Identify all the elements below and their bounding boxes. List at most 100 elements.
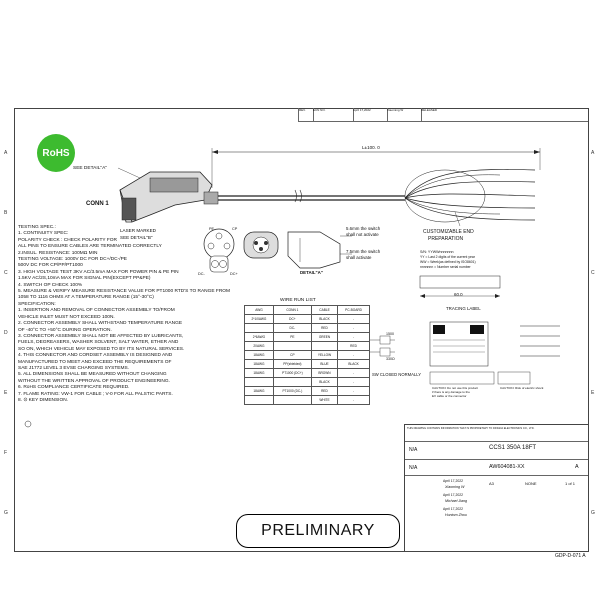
note-line: SO ON, WHICH VEHICLE MAY EXPOSED TO BY I…: [18, 346, 185, 352]
part-number: AW604081-XX: [489, 464, 525, 470]
note-line: SPECIFICATION:: [18, 301, 56, 307]
note-line: VEHICLE INLET MUST NOT EXCEED 100N.: [18, 314, 115, 320]
note-line: 500V DC FOR CP/PP/PT1000: [18, 263, 83, 269]
sheet-scale: NONE: [525, 481, 537, 486]
table-cell: 18AWG: [244, 368, 274, 378]
caution-box: [429, 371, 495, 385]
note-line: 5. ALL DIMENSIONS SHALL BE MEASURED WITH…: [18, 372, 167, 378]
table-cell: [272, 341, 312, 351]
notes-block: TESTING SPEC.:1. CONTINUITY SPEC:POLARIT…: [18, 225, 243, 404]
table-cell: PE: [272, 332, 312, 342]
preparation-label: PREPARATION: [428, 236, 464, 242]
table-cell: -: [337, 368, 370, 378]
table-cell: -: [337, 386, 370, 396]
connector-nose: [121, 197, 137, 221]
note-line: 1. CONTINUITY SPEC:: [18, 231, 69, 237]
table-row: DC-RED-: [244, 323, 370, 333]
tracing-label-dimension: 60.0: [454, 292, 463, 297]
sn-line-1: S/N: YYWWnnnnnnn: [420, 250, 454, 254]
rev-date: April 17,2022: [353, 108, 388, 121]
caution-line-2: if there is any damage to the: [432, 390, 470, 394]
drawing-frame: [14, 108, 589, 552]
customizable-end-label: CUSTOMIZABLE END: [423, 229, 474, 235]
pin-dcm-label: DC-: [198, 272, 205, 276]
zone-row-g: G: [4, 510, 8, 516]
switch-note-2: shall not activate: [346, 232, 379, 237]
sn-line-2: YY = Last 2 digits of the current year: [420, 255, 475, 259]
revision-block: REV. ECN NO. April 17,2022 Xiaoming W RE…: [298, 108, 588, 122]
drawing-title: CCS1 350A 18FT: [489, 445, 537, 451]
table-cell: 2*6AWG: [244, 332, 274, 342]
table-row: BLACK-: [244, 377, 370, 387]
caution-line-1: CAUTION: Do not use this product: [432, 386, 479, 390]
table-cell: -: [337, 377, 370, 387]
note-line: ALL PINS TO ENSURE CABLES ARE TERMINATED…: [18, 244, 162, 250]
switch-note-4: shall activate: [346, 255, 372, 260]
note-line: WITHOUT THE WRITTEN APPROVAL OF PRODUCT …: [18, 378, 170, 384]
table-cell: DC-: [272, 323, 312, 333]
note-line: TESTING SPEC.:: [18, 225, 56, 230]
zone-row-b: B: [4, 210, 8, 216]
table-cell: DC+: [272, 314, 312, 324]
note-line: 1. INSERTION AND REMOVAL OF CONNECTOR AS…: [18, 308, 175, 314]
caution-line-4: CAUTION: Risk of electric shock: [500, 386, 544, 390]
note-line: MANUFACTURED TO MEET AND EXCEED THE REQU…: [18, 359, 172, 365]
table-cell: BLACK: [310, 314, 339, 324]
table-cell: RED: [337, 341, 370, 351]
table-cell: WHITE: [310, 395, 339, 405]
table-cell: BLUE: [310, 359, 339, 369]
revision-letter: A: [575, 464, 579, 470]
zone-row-d: D: [4, 330, 8, 336]
drawn-by: Xiaoming W: [445, 485, 465, 489]
table-cell: BLACK: [337, 359, 370, 369]
note-line: TESTING VOLTAGE: 1000V DC FOR DC+/DC-/PE: [18, 257, 127, 263]
preliminary-stamp: PRELIMINARY: [236, 514, 400, 548]
table-cell: 18AWG: [244, 386, 274, 396]
table-cell: [272, 395, 312, 405]
rev-description: RELEASED: [421, 108, 438, 112]
table-cell: RED: [310, 323, 339, 333]
table-cell: YELLOW: [310, 350, 339, 360]
table-cell: -: [337, 395, 370, 405]
note-line: 1058 TO 1116 OHMS AT A TEMPERATURE RANGE…: [18, 295, 154, 301]
laser-marked-label: LASER MARKED: [120, 228, 156, 233]
sn-line-3: WW = Week(as defined by ISO8601): [420, 260, 476, 264]
table-cell: -: [337, 350, 370, 360]
confidential-note: THIS DRAWING CONTAINS INFORMATION THAT I…: [407, 427, 535, 430]
see-detail-b-label: SEE DETAIL"B": [120, 235, 153, 240]
document-code: GDP-D-071 A: [555, 553, 586, 559]
table-cell: [244, 395, 274, 405]
sheet-number: 1 of 1: [565, 481, 576, 486]
table-cell: 18AWG: [244, 350, 274, 360]
wire-table-title: WIRE RUN LIST: [280, 298, 316, 303]
see-detail-a-label: SEE DETAIL"A": [73, 166, 107, 171]
table-cell: [244, 323, 274, 333]
table-cell: PP(shielded): [272, 359, 312, 369]
table-header: PC-BOARD: [337, 305, 370, 315]
table-cell: GREEN: [310, 332, 339, 342]
tracing-label-caption: TRACING LABEL: [446, 306, 481, 311]
conn1-label: CONN 1: [86, 201, 109, 207]
note-line: 2.INSUL. RESISTANCE: 100MΩ MIN: [18, 250, 98, 256]
zone-row-a: A: [4, 150, 8, 156]
note-line: 7. FLAME RATING: VW-1 FOR CABLE ; V-0 FO…: [18, 391, 173, 397]
table-header: CABLE: [310, 305, 339, 315]
note-line: POLARITY CHECK : CHECK POLARITY FOR: [18, 237, 117, 243]
table-header: CONN 1: [272, 305, 312, 315]
note-line: 8. ⊙ KEY DIMENSION.: [18, 397, 69, 403]
sw-closed-label: SW CLOSED NORMALLY: [372, 372, 422, 377]
note-line: 6. RoHS COMPLIANCE CERTIFICATE REQUIRED.: [18, 385, 130, 391]
table-cell: [244, 377, 274, 387]
sn-line-4: nnnnnnn = Number serial number: [420, 265, 471, 269]
tracing-label-box: [419, 275, 501, 289]
table-cell: RED: [310, 386, 339, 396]
table-cell: -: [337, 323, 370, 333]
switch-note-3: 7.5mm the switch: [346, 249, 381, 254]
date-drawn: April 17,2022: [443, 479, 463, 483]
